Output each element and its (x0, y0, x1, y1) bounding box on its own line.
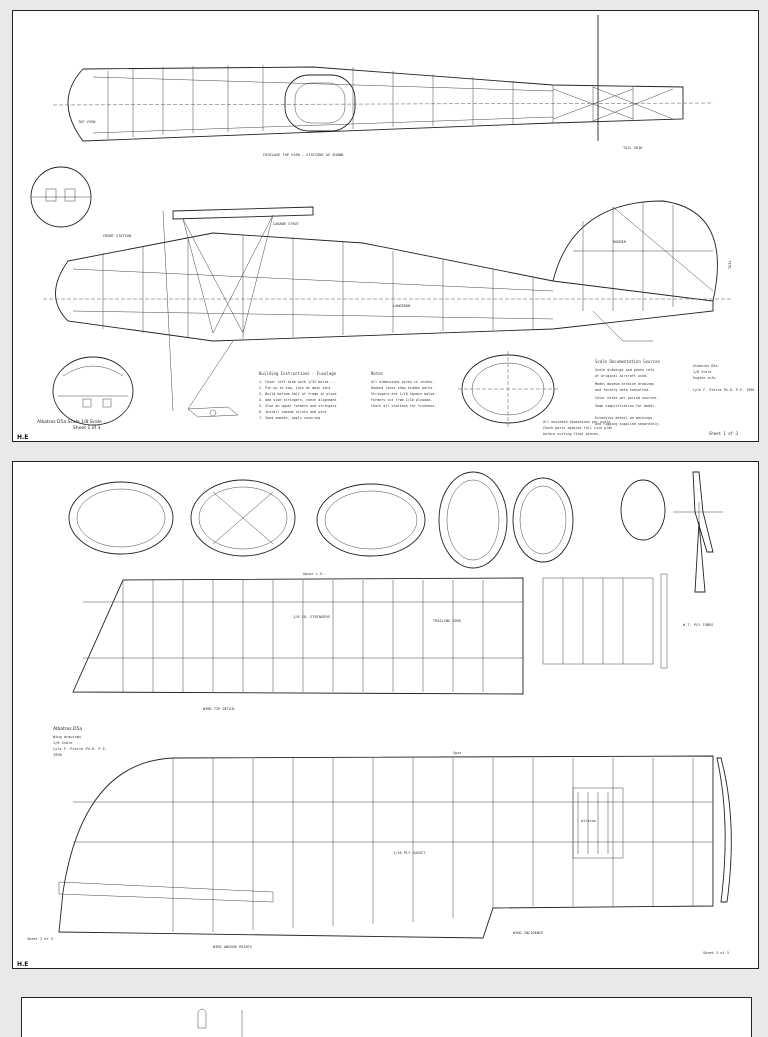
cockpit-section (458, 351, 558, 427)
title-block-2-line-5: 1990 (53, 753, 62, 757)
fuselage-top-view: TOP VIEW FUSELAGE TOP VIEW - STATIONS AS… (52, 15, 714, 157)
copyright-text: Lyle F. Pierce Ph.D. P.E. 1990 (693, 388, 754, 392)
cross-section-rear (52, 356, 134, 426)
svg-text:Engine info: Engine info (693, 376, 715, 380)
svg-text:FUSELAGE TOP VIEW - STATIONS A: FUSELAGE TOP VIEW - STATIONS AS SHOWN (263, 153, 343, 157)
title-block-line-1: Albatros D5a Scale 1/8 Scale (37, 419, 102, 425)
sheet-3-top-edge (197, 1008, 243, 1037)
svg-text:TAIL: TAIL (728, 260, 732, 269)
wing-drawing: Upper L.E. 1/8 SQ. STRINGERS TRAILING ED… (17, 471, 732, 968)
svg-text:WING INCIDENCE: WING INCIDENCE (513, 931, 543, 935)
corner-mark-1: H.E (17, 434, 28, 441)
upper-wing-panel: Upper L.E. 1/8 SQ. STRINGERS TRAILING ED… (72, 572, 713, 695)
svg-text:Some simplification for model.: Some simplification for model. (595, 404, 656, 408)
svg-text:6. Install cabane struts and w: 6. Install cabane struts and wire (259, 410, 326, 414)
notes-column-2: Notes All dimensions given in inches. Da… (371, 371, 436, 408)
notes-heading-notes: Notes (371, 371, 384, 376)
svg-text:1/8 SQ. STRINGERS: 1/8 SQ. STRINGERS (293, 615, 330, 619)
notes-heading-fuselage: Building Instructions - Fuselage (259, 371, 337, 376)
notes-column-3: Scale Documentation Sources Scale drawin… (595, 359, 661, 426)
svg-text:CABANE STRUT: CABANE STRUT (273, 222, 300, 226)
svg-text:All unstated dimensions per sc: All unstated dimensions per scale (543, 420, 610, 424)
title-block-line-2: Sheet 1 of 3 (73, 425, 101, 431)
title-block-2-line-3: 1/8 Scale (53, 741, 72, 745)
svg-text:1/8 Scale: 1/8 Scale (693, 370, 711, 374)
svg-text:WIRE ANCHOR POINTS: WIRE ANCHOR POINTS (213, 945, 252, 949)
svg-text:of original aircraft used.: of original aircraft used. (595, 374, 648, 378)
sheet-label-left: Sheet 2 of 3 (27, 937, 53, 941)
svg-text:TOP VIEW: TOP VIEW (78, 120, 96, 124)
bottom-notes: All unstated dimensions per scale Check … (543, 420, 612, 436)
title-block-2-line-1: Albatros D5a (53, 726, 82, 732)
fuselage-side-view: FRONT STATION CABANE STRUT LONGERON RUDD… (43, 200, 733, 412)
svg-text:3. Build bottom half of frame: 3. Build bottom half of frame in place (259, 392, 337, 396)
fuselage-drawing: TOP VIEW FUSELAGE TOP VIEW - STATIONS AS… (17, 15, 754, 441)
svg-text:Scale drawings and photo refs: Scale drawings and photo refs (595, 368, 654, 372)
title-block-2-line-4: Lyle F. Pierce Ph.D. P.E. (53, 747, 107, 751)
svg-text:Stringers are 1/16 square bals: Stringers are 1/16 square balsa. (371, 392, 436, 396)
svg-text:before cutting final pieces.: before cutting final pieces. (543, 432, 600, 436)
svg-text:5. Glue on upper formers and s: 5. Glue on upper formers and stringers (259, 404, 337, 408)
sheet-ref-1: Sheet 1 of 3 (709, 431, 738, 436)
plan-sheet-3-partial (21, 997, 752, 1037)
svg-text:Model museum archive drawings: Model museum archive drawings (595, 382, 654, 386)
spar-label: Spar (453, 751, 462, 755)
svg-text:2. Pin up to top, join at main: 2. Pin up to top, join at main stns (259, 386, 330, 390)
notes-heading-sources: Scale Documentation Sources (595, 359, 661, 364)
nose-cross-section (30, 166, 92, 228)
svg-text:1. Cover left side with 1/32 b: 1. Cover left side with 1/32 balsa ... (259, 380, 337, 384)
svg-text:Extensive detail on markings: Extensive detail on markings (595, 416, 652, 420)
svg-text:Check parts against full size: Check parts against full size plan (543, 426, 612, 430)
lower-wing-panel: Spar Aileron 1/16 PLY GUSSET WING TIP DE… (58, 707, 732, 949)
upper-wing-label: Upper L.E. (303, 572, 325, 576)
svg-text:and rigging supplied separatel: and rigging supplied separately. (595, 422, 660, 426)
former-row (68, 471, 723, 593)
svg-text:TRAILING EDGE: TRAILING EDGE (433, 619, 461, 623)
svg-text:7. Sand smooth, apply covering: 7. Sand smooth, apply covering (259, 416, 320, 420)
svg-text:4. Add side stringers, check a: 4. Add side stringers, check alignment (259, 398, 337, 402)
svg-text:and factory data consulted.: and factory data consulted. (595, 388, 650, 392)
svg-text:Color notes per period sources: Color notes per period sources. (595, 396, 658, 400)
corner-mark-2: H.E (17, 961, 28, 968)
svg-text:Dashed lines show hidden parts: Dashed lines show hidden parts. (371, 386, 434, 390)
svg-text:All dimensions given in inches: All dimensions given in inches. (371, 380, 434, 384)
svg-text:TAIL SKID: TAIL SKID (623, 146, 642, 150)
aileron-label: Aileron (581, 819, 596, 823)
svg-text:W.T. PLY TUBES: W.T. PLY TUBES (683, 623, 713, 627)
svg-text:Albatros D5a: Albatros D5a (693, 364, 718, 368)
svg-text:LONGERON: LONGERON (393, 304, 410, 308)
sheet-label-right: Sheet 2 of 3 (703, 951, 729, 955)
plan-sheet-1: TOP VIEW FUSELAGE TOP VIEW - STATIONS AS… (12, 10, 759, 442)
landing-gear (187, 406, 239, 418)
svg-text:WING TIP DETAIL: WING TIP DETAIL (203, 707, 235, 711)
svg-text:1/16 PLY GUSSET: 1/16 PLY GUSSET (393, 851, 426, 855)
plan-sheet-2: Upper L.E. 1/8 SQ. STRINGERS TRAILING ED… (12, 461, 759, 969)
svg-text:RUDDER: RUDDER (613, 240, 627, 244)
svg-text:Check all stations for truenes: Check all stations for trueness. (371, 404, 436, 408)
title-credit-block: Albatros D5a 1/8 Scale Engine info Lyle … (693, 364, 754, 436)
title-block-2-line-2: Wing drawings (53, 735, 81, 739)
svg-text:FRONT STATION: FRONT STATION (103, 234, 131, 238)
notes-column-1: Building Instructions - Fuselage 1. Cove… (259, 371, 337, 420)
svg-text:Formers cut from 1/16 plywood.: Formers cut from 1/16 plywood. (371, 398, 432, 402)
